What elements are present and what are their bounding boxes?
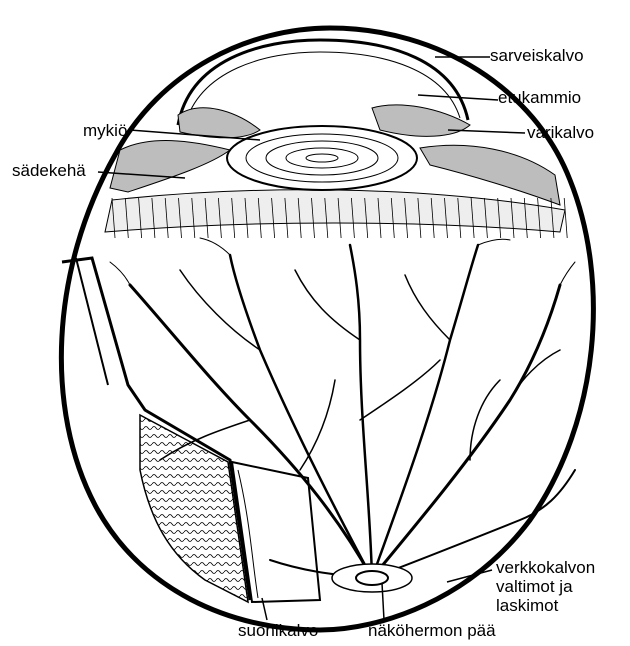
label-sarveiskalvo: sarveiskalvo <box>490 46 584 65</box>
label-verkkokalvon-line3: laskimot <box>496 596 558 615</box>
iris-right <box>372 105 470 136</box>
label-sadekeha: sädekehä <box>12 161 86 180</box>
optic-disc <box>332 564 412 592</box>
label-verkkokalvon-line2: valtimot ja <box>496 577 573 596</box>
choroid-panel <box>140 415 248 602</box>
ciliary-body-left <box>110 141 230 192</box>
label-mykio: mykiö <box>83 121 127 140</box>
label-nakohermon-paa: näköhermon pää <box>368 621 496 640</box>
sclera-outline <box>61 28 593 630</box>
label-suonikalvo: suonikalvo <box>238 621 318 640</box>
label-etukammio: etukammio <box>498 88 581 107</box>
cutaway-inner <box>76 258 108 385</box>
label-verkkokalvon-line1: verkkokalvon <box>496 558 595 577</box>
iris-left <box>178 108 260 138</box>
lens <box>227 126 417 190</box>
label-varikalvo: värikalvo <box>527 123 594 142</box>
zonule-fibers <box>105 190 565 232</box>
